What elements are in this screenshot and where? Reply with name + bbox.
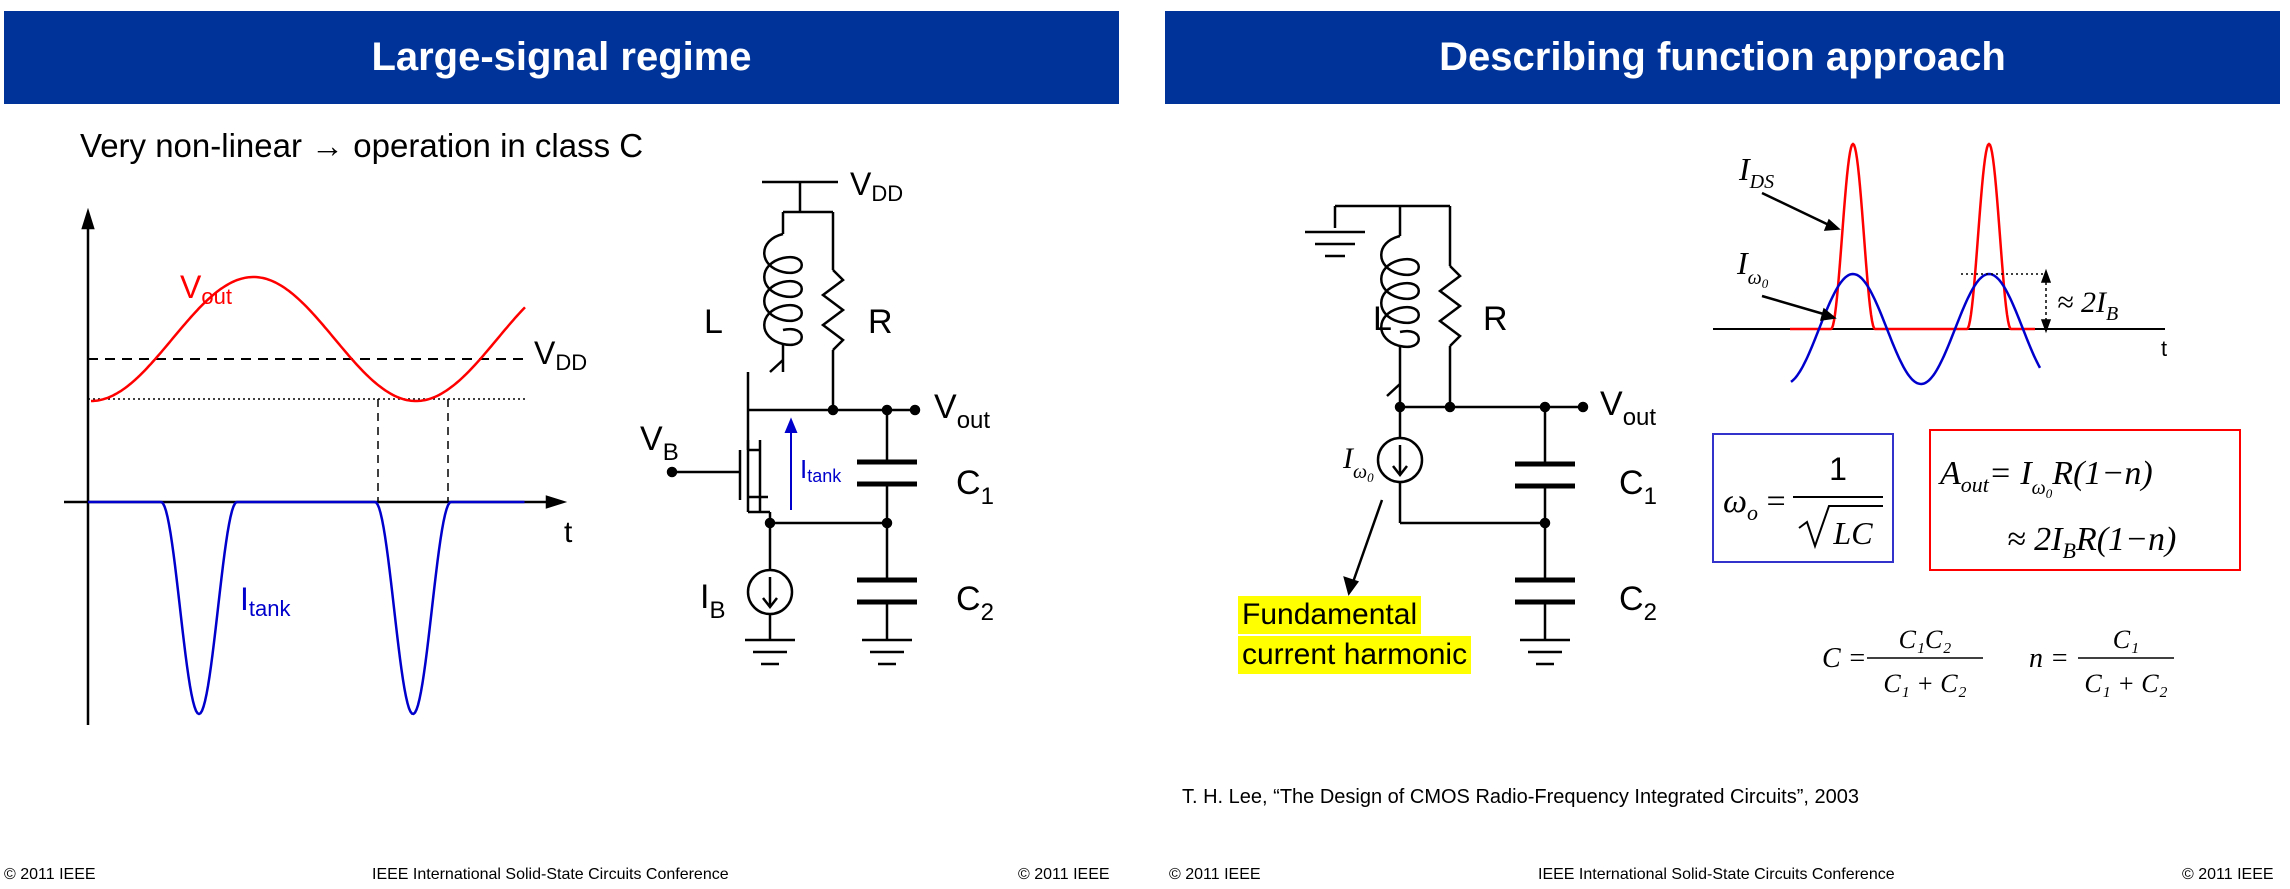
footer-conference: IEEE International Solid-State Circuits … xyxy=(372,866,729,883)
inductor-l-symbol xyxy=(1380,234,1420,349)
circuit-l-label: L xyxy=(1373,300,1392,338)
circuit-ib-label: IB xyxy=(700,578,725,624)
iw0-waveform xyxy=(1790,272,2042,386)
vdd-wave-label: VDD xyxy=(534,335,587,375)
circuit-l-label: L xyxy=(704,303,723,341)
vout-waveform xyxy=(91,275,526,403)
highlight-current-harmonic: current harmonic xyxy=(1238,636,1472,674)
footer-copyright-right: © 2011 IEEE xyxy=(1018,866,1110,883)
plot-approx-label: ≈ 2IB xyxy=(2057,286,2118,325)
itank-waveform xyxy=(88,500,525,716)
highlight-fundamental: Fundamental xyxy=(1238,596,1422,634)
plot-iw0-label: Iω0 xyxy=(1736,245,1769,291)
omega-equation: ωo = 1 LC xyxy=(1723,451,1883,551)
class-c-oscillator-circuit xyxy=(666,180,921,666)
circuit-vout-label: Vout xyxy=(934,388,990,434)
resistor-r-symbol xyxy=(1437,265,1463,347)
waveform-axes xyxy=(64,207,568,725)
circuit-c1-label: C1 xyxy=(1619,464,1657,510)
circuit-r-label: R xyxy=(1483,300,1508,338)
svg-text:LC: LC xyxy=(1832,515,1873,551)
circuit-vb-label: VB xyxy=(640,420,679,466)
plot-ids-label: IDS xyxy=(1738,151,1774,193)
svg-text:C₁: C₁ xyxy=(2113,625,2139,654)
aout-equation-box xyxy=(1929,429,2241,571)
svg-text:C =: C = xyxy=(1822,643,1867,674)
describing-function-circuit xyxy=(1305,204,1589,666)
time-axis-label: t xyxy=(564,516,573,549)
svg-text:1: 1 xyxy=(1829,451,1847,487)
itank-wave-label: Itank xyxy=(240,581,291,621)
slide-title: Large-signal regime xyxy=(4,11,1119,104)
resistor-r-symbol xyxy=(820,269,846,351)
aout-equation: Aout= Iω0R(1−n) ≈ 2IBR(1−n) xyxy=(1938,455,2176,563)
left-diagram: Vout VDD Itank t xyxy=(64,166,994,725)
slide-describing-function: Describing function approach xyxy=(1145,0,2290,889)
svg-text:C₁ + C₂: C₁ + C₂ xyxy=(1883,669,1966,698)
svg-text:n =: n = xyxy=(2029,643,2069,674)
plot-annotations xyxy=(1761,191,2052,334)
inductor-l-symbol xyxy=(763,232,803,347)
ids-waveform xyxy=(1790,142,2035,331)
footer-conference: IEEE International Solid-State Circuits … xyxy=(1538,866,1895,883)
circuit-c2-label: C2 xyxy=(1619,580,1657,626)
slide-title: Describing function approach xyxy=(1165,11,2280,104)
circuit-r-label: R xyxy=(868,303,893,341)
n-equation: n = C₁ C₁ + C₂ xyxy=(2029,625,2174,698)
circuit-c1-label: C1 xyxy=(956,464,994,510)
circuit-iw0-label: Iω0 xyxy=(1342,442,1374,485)
c-equation: C = C₁C₂ C₁ + C₂ xyxy=(1822,625,1983,698)
right-diagram: L R Vout Iω0 C1 C2 IDS Iω0 ≈ 2IB t ωo = xyxy=(1305,142,2241,698)
circuit-vdd-label: VDD xyxy=(850,166,903,206)
footer-copyright-right: © 2011 IEEE xyxy=(2182,866,2274,883)
plot-time-label: t xyxy=(2161,336,2167,361)
itank-arrow xyxy=(784,417,798,510)
footer-copyright-left: © 2011 IEEE xyxy=(4,866,96,883)
circuit-c2-label: C2 xyxy=(956,580,994,626)
vout-wave-label: Vout xyxy=(180,269,232,309)
svg-text:C₁ + C₂: C₁ + C₂ xyxy=(2084,669,2167,698)
citation: T. H. Lee, “The Design of CMOS Radio-Fre… xyxy=(1182,786,1859,808)
svg-text:≈ 2IBR(1−n): ≈ 2IBR(1−n) xyxy=(2007,521,2176,563)
slide-large-signal: Large-signal regime Very non-linear → op… xyxy=(4,11,1119,883)
svg-text:C₁C₂: C₁C₂ xyxy=(1899,625,1952,654)
omega-equation-box xyxy=(1712,433,1894,563)
circuit-vout-label: Vout xyxy=(1600,385,1656,431)
bullet-text: Very non-linear → operation in class C xyxy=(80,127,644,164)
svg-text:ωo =: ωo = xyxy=(1723,483,1786,525)
circuit-itank-label: Itank xyxy=(800,454,842,486)
footer-copyright-left: © 2011 IEEE xyxy=(1169,866,1261,883)
svg-text:Aout= Iω0R(1−n): Aout= Iω0R(1−n) xyxy=(1938,455,2153,501)
